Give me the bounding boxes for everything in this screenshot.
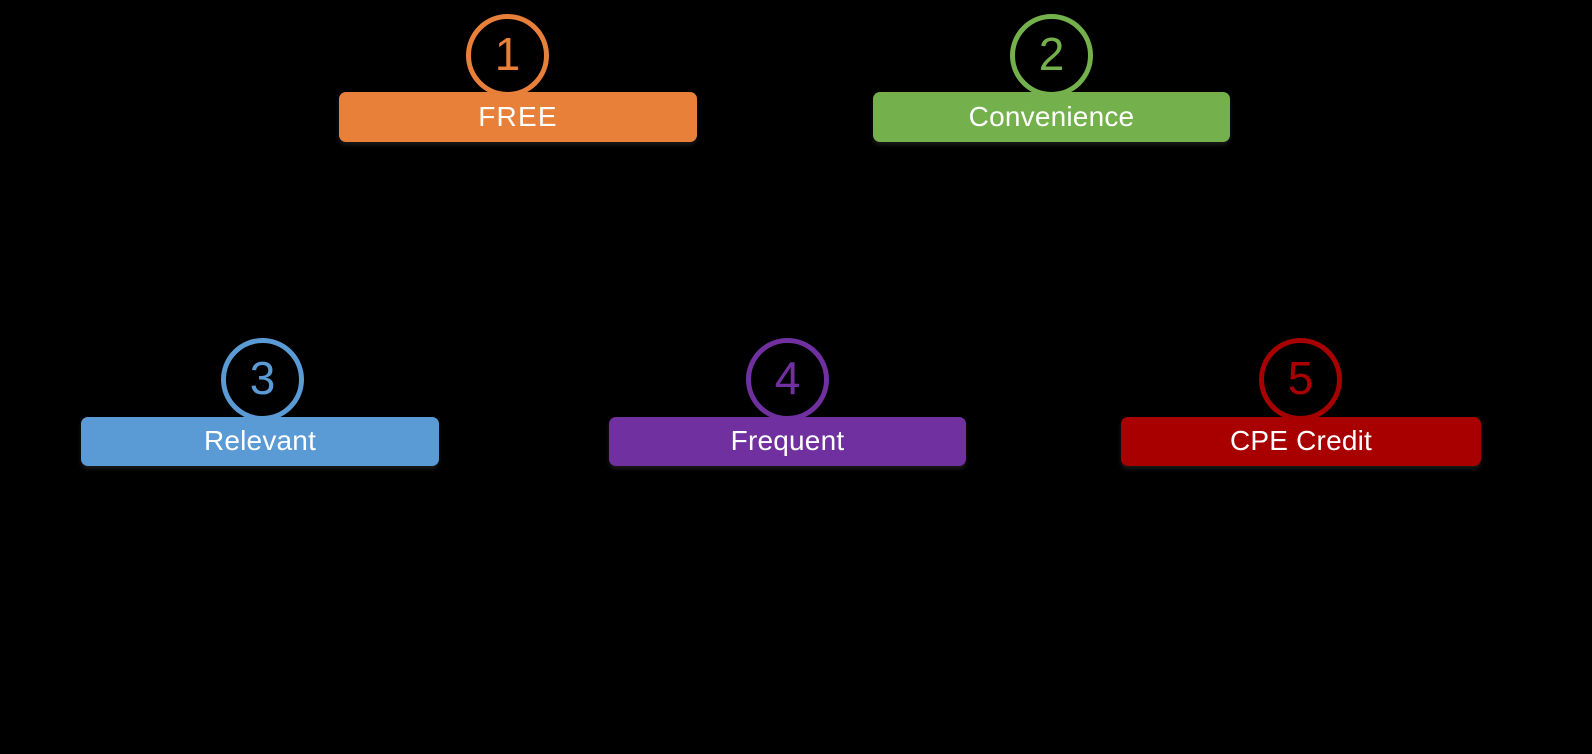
- step-number-badge-3: 3: [221, 338, 304, 421]
- step-number-4: 4: [774, 352, 801, 404]
- step-label-5: CPE Credit: [1229, 425, 1373, 456]
- step-label-3: Relevant: [203, 425, 317, 456]
- step-number-2: 2: [1038, 28, 1065, 80]
- step-number-badge-5: 5: [1259, 338, 1342, 421]
- step-bar-2[interactable]: Convenience: [873, 92, 1230, 142]
- step-number-badge-1: 1: [466, 14, 549, 97]
- step-number-1: 1: [494, 28, 521, 80]
- step-label-1: FREE: [478, 100, 558, 132]
- step-number-badge-4: 4: [746, 338, 829, 421]
- step-number-3: 3: [249, 352, 276, 404]
- step-bar-5[interactable]: CPE Credit: [1121, 417, 1481, 466]
- step-label-2: Convenience: [968, 100, 1135, 132]
- step-number-5: 5: [1287, 352, 1314, 404]
- step-bar-1[interactable]: FREE: [339, 92, 697, 142]
- step-bar-4[interactable]: Frequent: [609, 417, 966, 466]
- step-bar-3[interactable]: Relevant: [81, 417, 439, 466]
- step-number-badge-2: 2: [1010, 14, 1093, 97]
- step-label-4: Frequent: [730, 425, 845, 456]
